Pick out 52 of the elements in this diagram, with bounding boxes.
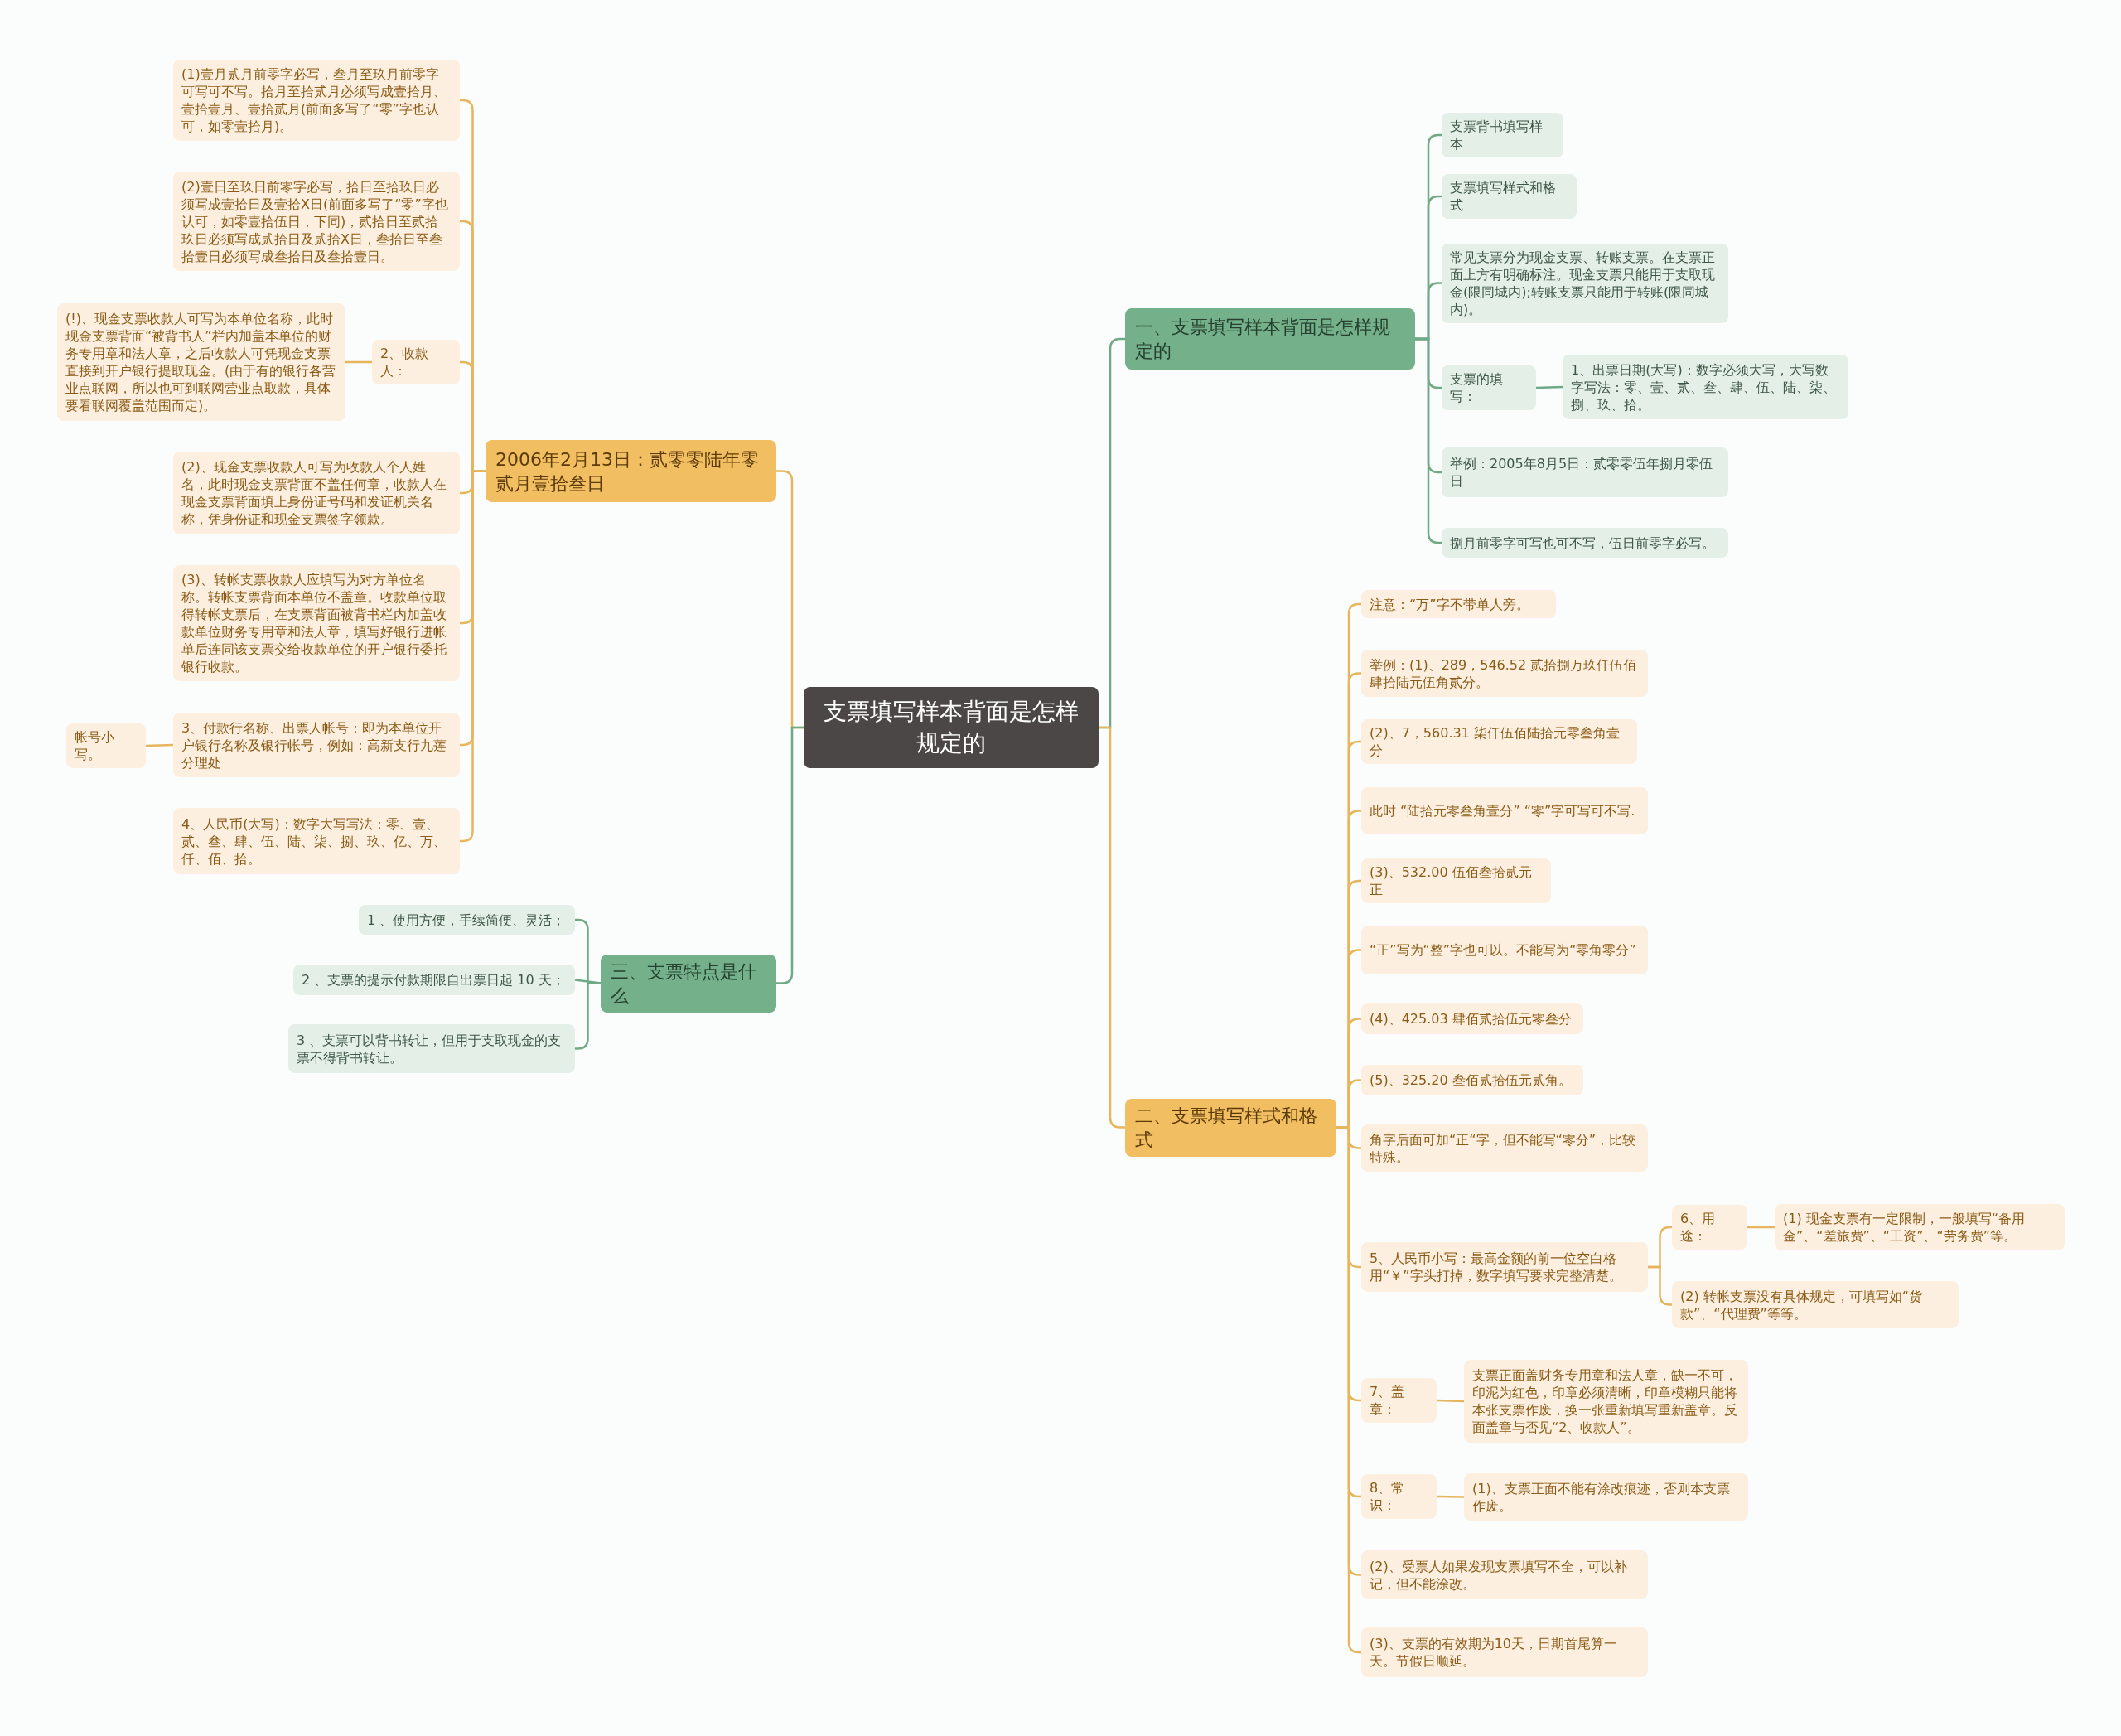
subtopic-box: 3、付款行名称、出票人帐号：即为本单位开户银行名称及银行帐号，例如：高新支行九莲分理处	[173, 713, 460, 777]
subtopic-box: 举例：(1)、289，546.52 贰拾捌万玖仟伍佰肆拾陆元伍角贰分。	[1361, 650, 1648, 697]
central-topic-box: 支票填写样本背面是怎样规定的	[804, 687, 1099, 768]
subtopic-box: 4、人民币(大写)：数字大写写法：零、壹、贰、叁、肆、伍、陆、柒、捌、玖、亿、万、仟、佰、拾。	[173, 808, 460, 874]
branch-topic-box: 二、支票填写样式和格式	[1125, 1098, 1336, 1157]
subtopic-box: (2)、7，560.31 柒仟伍佰陆拾元零叁角壹分	[1361, 719, 1637, 764]
subtopic-box: 举例：2005年8月5日：贰零零伍年捌月零伍日	[1442, 447, 1728, 497]
subtopic-box: 注意：“万”字不带单人旁。	[1361, 590, 1556, 618]
subtopic-box: (1)、支票正面不能有涂改痕迹，否则本支票作废。	[1464, 1473, 1748, 1521]
subtopic-box: 1 、使用方便，手续简便、灵活；	[359, 905, 575, 935]
subtopic-box: (2)、受票人如果发现支票填写不全，可以补记，但不能涂改。	[1361, 1550, 1648, 1599]
subtopic-box: 6、用途：	[1672, 1205, 1747, 1250]
connector-line	[460, 470, 486, 843]
connector-line	[1436, 1399, 1465, 1403]
subtopic-box: 2、收款人：	[372, 340, 460, 384]
subtopic-box: “正”写为“整”字也可以。不能写为“零角零分”	[1361, 926, 1648, 974]
subtopic-box: 此时 “陆拾元零叁角壹分” “零”字可写可不写.	[1361, 787, 1648, 834]
subtopic-box: 支票正面盖财务专用章和法人章，缺一不可，印泥为红色，印章必须清晰，印章模糊只能将本张支票作废，换一张重新填写重新盖章。反面盖章与否见“2、收款人”。	[1464, 1360, 1748, 1443]
connector-line	[1535, 385, 1563, 389]
branch-topic-box: 一、支票填写样本背面是怎样规定的	[1125, 308, 1415, 370]
subtopic-box: 捌月前零字可写也可不写，伍日前零字必写。	[1442, 528, 1728, 558]
subtopic-box: (2) 转帐支票没有具体规定，可填写如“货款”、“代理费”等等。	[1672, 1281, 1959, 1328]
subtopic-box: (5)、325.20 叁佰贰拾伍元贰角。	[1361, 1065, 1583, 1095]
branch-topic-box: 三、支票特点是什么	[601, 954, 776, 1013]
connector-line	[1747, 1226, 1775, 1229]
subtopic-box: 8、常识：	[1361, 1474, 1437, 1519]
subtopic-box: (1) 现金支票有一定限制，一般填写“备用金”、“差旅费”、“工资”、“劳务费”等。	[1775, 1204, 2065, 1250]
subtopic-box: 支票背书填写样本	[1442, 113, 1563, 157]
subtopic-box: (3)、532.00 伍佰叁拾贰元正	[1361, 858, 1551, 903]
subtopic-box: (2)壹日至玖日前零字必写，拾日至拾玖日必须写成壹拾日及壹拾X日(前面多写了“零”字也认可，如零壹拾伍日，下同)，贰拾日至贰拾玖日必须写成贰拾日及贰拾X日，叁拾日至叁拾壹日必须写成叁拾日及叁拾壹日。	[173, 172, 460, 271]
connector-line	[145, 743, 174, 747]
subtopic-box: (4)、425.03 肆佰贰拾伍元零叁分	[1361, 1003, 1583, 1034]
connector-line	[1648, 1265, 1672, 1306]
subtopic-box: 常见支票分为现金支票、转账支票。在支票正面上方有明确标注。现金支票只能用于支取现金(限同城内);转账支票只能用于转账(限同城内)。	[1442, 243, 1728, 323]
subtopic-box: 1、出票日期(大写)：数字必须大写，大写数字写法：零、壹、贰、叁、肆、伍、陆、柒、捌、玖、拾。	[1563, 355, 1848, 419]
subtopic-box: 3 、支票可以背书转让，但用于支取现金的支票不得背书转让。	[288, 1024, 575, 1073]
subtopic-box: 角字后面可加“正“字，但不能写“零分”，比较特殊。	[1361, 1124, 1648, 1172]
subtopic-box: (!)、现金支票收款人可写为本单位名称，此时现金支票背面“被背书人”栏内加盖本单位的财务专用章和法人章，之后收款人可凭现金支票直接到开户银行提取现金。(由于有的银行各营业点联网，所以也可到联网营业点取款，具体要看联网覆盖范围而定)。	[57, 303, 345, 421]
subtopic-box: 7、盖章：	[1361, 1378, 1437, 1423]
subtopic-box: 帐号小写。	[66, 723, 146, 768]
subtopic-box: 5、人民币小写：最高金额的前一位空白格用“￥”字头打掉，数字填写要求完整清楚。	[1361, 1242, 1648, 1292]
subtopic-box: 支票填写样式和格式	[1442, 174, 1577, 219]
connector-line	[1437, 1495, 1464, 1498]
connector-line	[345, 360, 372, 364]
subtopic-box: 2 、支票的提示付款期限自出票日起 10 天；	[293, 965, 575, 995]
subtopic-box: (3)、转帐支票收款人应填写为对方单位名称。转帐支票背面本单位不盖章。收款单位取得转帐支票后，在支票背面被背书栏内加盖收款单位财务专用章和法人章，填写好银行进帐单后连同该支票交给收款单位的开户银行委托银行收款。	[173, 565, 460, 681]
subtopic-box: (2)、现金支票收款人可写为收款人个人姓名，此时现金支票背面不盖任何章，收款人在现金支票背面填上身份证号码和发证机关名称，凭身份证和现金支票签字领款。	[173, 452, 460, 534]
subtopic-box: (1)壹月贰月前零字必写，叁月至玖月前零字可写可不写。拾月至拾贰月必须写成壹拾月、壹拾壹月、壹拾贰月(前面多写了“零”字也认可，如零壹拾月)。	[173, 60, 460, 141]
subtopic-box: 支票的填写：	[1442, 365, 1536, 410]
subtopic-box: (3)、支票的有效期为10天，日期首尾算一天。节假日顺延。	[1361, 1627, 1648, 1677]
connector-line	[776, 726, 804, 984]
branch-topic-box: 2006年2月13日：贰零零陆年零贰月壹拾叁日	[486, 440, 776, 502]
